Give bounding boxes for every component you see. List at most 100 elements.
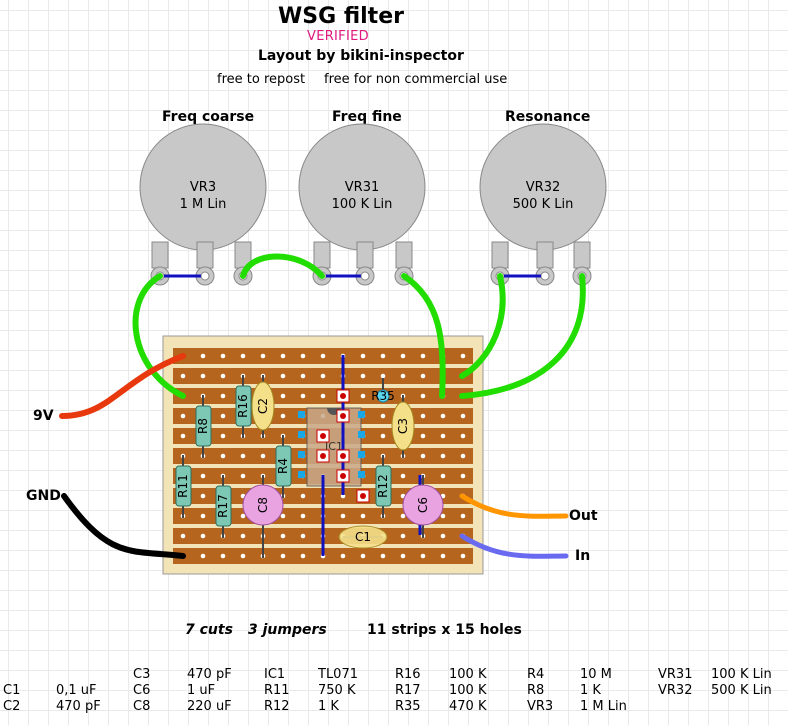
wire-vr3-vr31[interactable] bbox=[240, 253, 325, 279]
ic1-tl071[interactable]: IC1 bbox=[298, 407, 365, 487]
strip-hole bbox=[240, 353, 246, 359]
bom-value: 10 M bbox=[580, 667, 612, 682]
c1-label: C1 bbox=[355, 530, 371, 544]
resistor-r16[interactable]: R16 bbox=[235, 385, 252, 427]
capacitor-c1[interactable]: C1 bbox=[338, 525, 388, 549]
summary-cuts: 7 cuts bbox=[185, 622, 233, 638]
strip-hole bbox=[280, 413, 286, 419]
strip-hole bbox=[360, 373, 366, 379]
label-out: Out bbox=[569, 508, 598, 524]
strip-hole bbox=[420, 373, 426, 379]
bom-ref: VR32 bbox=[658, 683, 693, 698]
strip-hole bbox=[180, 433, 186, 439]
bom-value: 470 K bbox=[449, 699, 487, 714]
resistor-r12[interactable]: R12 bbox=[375, 465, 392, 507]
strip-hole bbox=[280, 393, 286, 399]
bom-value: 750 K bbox=[318, 683, 356, 698]
strip-hole bbox=[280, 513, 286, 519]
strip-hole bbox=[380, 413, 386, 419]
strip-hole bbox=[360, 513, 366, 519]
strip-hole bbox=[440, 453, 446, 459]
strip-hole bbox=[220, 353, 226, 359]
bom-value: 500 K Lin bbox=[711, 683, 772, 698]
wire-vr3-lug1[interactable] bbox=[132, 273, 186, 399]
strip-hole bbox=[460, 553, 466, 559]
resistor-r11[interactable]: R11 bbox=[175, 465, 192, 507]
strip-hole bbox=[460, 353, 466, 359]
wire-9v[interactable] bbox=[59, 353, 186, 419]
wire-vr32-lug3[interactable] bbox=[459, 273, 586, 399]
bom-ref: R8 bbox=[527, 683, 545, 698]
strip-hole bbox=[300, 393, 306, 399]
r12-label: R12 bbox=[376, 474, 390, 498]
pot-ref-vr3: VR3 bbox=[190, 180, 216, 195]
bom-ref: C2 bbox=[3, 699, 21, 714]
strip-hole bbox=[400, 373, 406, 379]
bom-ref: R17 bbox=[395, 683, 421, 698]
strip-hole bbox=[200, 493, 206, 499]
wire-gnd[interactable] bbox=[61, 493, 186, 559]
pot-label-resonance: Resonance bbox=[505, 109, 591, 125]
verified-badge: VERIFIED bbox=[307, 29, 369, 44]
summary-jumpers: 3 jumpers bbox=[248, 622, 327, 638]
r35-label: R35 bbox=[371, 389, 395, 403]
summary-board-size: 11 strips x 15 holes bbox=[367, 622, 522, 638]
c2-label: C2 bbox=[256, 398, 270, 414]
license-notice: free for non commercial use bbox=[324, 72, 508, 87]
wire-vr31-lug3[interactable] bbox=[401, 273, 446, 399]
r11-label: R11 bbox=[176, 474, 190, 498]
wire-vr32-lug1[interactable] bbox=[459, 273, 506, 379]
strip-hole bbox=[320, 373, 326, 379]
strip-hole bbox=[200, 513, 206, 519]
strip-hole bbox=[420, 393, 426, 399]
strip-hole bbox=[280, 373, 286, 379]
strip-hole bbox=[280, 533, 286, 539]
strip-hole bbox=[440, 433, 446, 439]
strip-hole bbox=[300, 493, 306, 499]
strip-hole bbox=[380, 353, 386, 359]
resistor-r17[interactable]: R17 bbox=[215, 485, 232, 527]
capacitor-c6[interactable]: C6 bbox=[402, 484, 444, 526]
pot-vr32[interactable]: VR32 500 K Lin bbox=[479, 123, 607, 286]
bom-ref: C1 bbox=[3, 683, 21, 698]
bom-value: 220 uF bbox=[187, 699, 232, 714]
c8-label: C8 bbox=[256, 497, 270, 513]
strip-hole bbox=[360, 393, 366, 399]
strip-hole bbox=[240, 513, 246, 519]
strip-hole bbox=[380, 373, 386, 379]
strip-hole bbox=[240, 553, 246, 559]
resistor-r35[interactable]: R35 bbox=[371, 378, 395, 403]
strip-hole bbox=[460, 473, 466, 479]
author-credit: Layout by bikini-inspector bbox=[258, 48, 464, 64]
bom-value: 470 pF bbox=[56, 699, 101, 714]
capacitor-c3[interactable]: C3 bbox=[391, 401, 415, 451]
bom-value: 1 uF bbox=[187, 683, 216, 698]
pot-value-vr31: 100 K Lin bbox=[332, 197, 393, 212]
strip-hole bbox=[400, 533, 406, 539]
strip-hole bbox=[240, 473, 246, 479]
strip-hole bbox=[420, 353, 426, 359]
strip-hole bbox=[460, 433, 466, 439]
strip-hole bbox=[220, 433, 226, 439]
bom-value: 100 K bbox=[449, 683, 487, 698]
bom-ref: R11 bbox=[264, 683, 290, 698]
bom-ref: IC1 bbox=[264, 667, 286, 682]
strip-hole bbox=[400, 353, 406, 359]
strip-hole bbox=[320, 353, 326, 359]
strip-hole bbox=[200, 473, 206, 479]
strip-hole bbox=[300, 513, 306, 519]
pot-vr31[interactable]: VR31 100 K Lin bbox=[298, 123, 426, 286]
bom-value: TL071 bbox=[318, 667, 358, 682]
wire-out[interactable] bbox=[459, 493, 569, 519]
resistor-r8[interactable]: R8 bbox=[195, 405, 212, 447]
pot-vr3[interactable]: VR3 1 M Lin bbox=[139, 123, 267, 286]
capacitor-c8[interactable]: C8 bbox=[242, 484, 284, 526]
r16-label: R16 bbox=[236, 394, 250, 418]
strip-hole bbox=[180, 373, 186, 379]
strip-hole bbox=[440, 473, 446, 479]
bom-ref: VR3 bbox=[527, 699, 554, 714]
wire-in[interactable] bbox=[459, 533, 569, 559]
capacitor-c2[interactable]: C2 bbox=[251, 381, 275, 431]
resistor-r4[interactable]: R4 bbox=[275, 445, 292, 487]
